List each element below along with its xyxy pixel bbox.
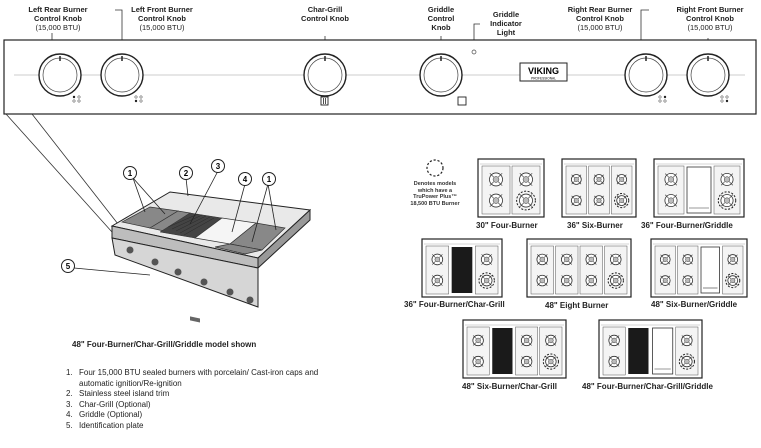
griddle-icon (457, 96, 467, 106)
right-rear-knob (624, 53, 668, 97)
griddle-knob (419, 53, 463, 97)
callout-btu: (15,000 BTU) (577, 23, 623, 32)
trupower-burner-marker (678, 353, 695, 370)
model-name: 36" Four-Burner/Griddle (641, 221, 733, 230)
callout-number: 1 (128, 169, 133, 178)
callout-right-front: Right Front Burner Control Knob (15,000 … (670, 5, 750, 32)
model-name: 48" Four-Burner/Char-Grill/Griddle (582, 382, 713, 391)
model-thumbnail (598, 319, 703, 379)
model-caption: 48" Four-Burner/Char-Grill/Griddle model… (72, 340, 257, 349)
model-name: 48" Eight Burner (545, 301, 609, 310)
trupower-burner-marker (607, 272, 624, 289)
model-thumbnail (561, 158, 637, 218)
callout-title: Right Rear Burner Control Knob (567, 5, 633, 23)
trupower-burner-marker (725, 273, 741, 289)
model-name: 30" Four-Burner (476, 221, 538, 230)
left-front-knob (100, 53, 144, 97)
callout-number: 3 (216, 162, 221, 171)
callout-btu: (15,000 BTU) (35, 23, 81, 32)
right-front-knob (686, 53, 730, 97)
callout-griddle-light: Griddle Indicator Light (481, 10, 531, 37)
legend-item: 1.Four 15,000 BTU sealed burners with po… (66, 368, 319, 388)
callout-griddle: Griddle Control Knob (418, 5, 464, 32)
callout-title: Left Front Burner Control Knob (131, 5, 193, 23)
legend-item: 2.Stainless steel island trim (66, 389, 170, 398)
callout-title: Left Rear Burner Control Knob (28, 5, 88, 23)
callout-left-front: Left Front Burner Control Knob (15,000 B… (126, 5, 198, 32)
callout-title: Griddle Control Knob (427, 5, 455, 32)
trupower-burner-marker (542, 353, 559, 370)
trupower-burner-marker (478, 272, 495, 289)
trupower-icon (426, 159, 444, 177)
control-knobs (38, 53, 730, 97)
brand-plate-sub: PROFESSIONAL (531, 77, 556, 81)
callout-number: 2 (184, 169, 189, 178)
callout-title: Right Front Burner Control Knob (676, 5, 744, 23)
model-thumbnail (526, 238, 632, 298)
legend-item: 5.Identification plate (66, 420, 144, 430)
feature-legend: 1.Four 15,000 BTU sealed burners with po… (66, 368, 326, 431)
trupower-burner-marker (614, 192, 630, 209)
callout-btu: (15,000 BTU) (139, 23, 185, 32)
model-name: 48" Six-Burner/Griddle (651, 300, 738, 309)
brand-plate-text: VIKING (528, 66, 559, 76)
legend-item: 3.Char-Grill (Optional) (66, 399, 151, 409)
callout-btu: (15,000 BTU) (687, 23, 733, 32)
callout-title: Griddle Indicator Light (490, 10, 522, 37)
model-thumbnail (653, 158, 745, 218)
callout-number: 1 (267, 175, 272, 184)
trupower-burner-marker (717, 191, 737, 210)
callout-char-grill: Char-Grill Control Knob (300, 5, 350, 23)
callout-left-rear: Left Rear Burner Control Knob (15,000 BT… (20, 5, 96, 32)
callout-number: 4 (243, 175, 248, 184)
model-thumbnail (421, 238, 503, 298)
model-name: 48" Six-Burner/Char-Grill (462, 382, 557, 391)
model-thumbnail (477, 158, 545, 218)
model-name: 36" Six-Burner (567, 221, 623, 230)
trupower-note: Denotes models which have a TruPower Plu… (410, 181, 460, 207)
rangetop-drawing (110, 191, 312, 323)
callout-number: 5 (66, 262, 71, 271)
callout-right-rear: Right Rear Burner Control Knob (15,000 B… (562, 5, 638, 32)
burner-position-icons (72, 95, 729, 103)
legend-item: 4.Griddle (Optional) (66, 410, 143, 419)
model-name: 36" Four-Burner/Char-Grill (404, 300, 505, 309)
model-thumbnail (462, 319, 567, 379)
callout-title: Char-Grill Control Knob (301, 5, 349, 23)
left-rear-knob (38, 53, 82, 97)
char-grill-icon (320, 96, 329, 106)
char-grill-knob (303, 53, 347, 97)
griddle-indicator-light (471, 49, 477, 55)
model-thumbnail (650, 238, 748, 298)
brand-plate (519, 62, 568, 82)
trupower-burner-marker (516, 190, 536, 211)
